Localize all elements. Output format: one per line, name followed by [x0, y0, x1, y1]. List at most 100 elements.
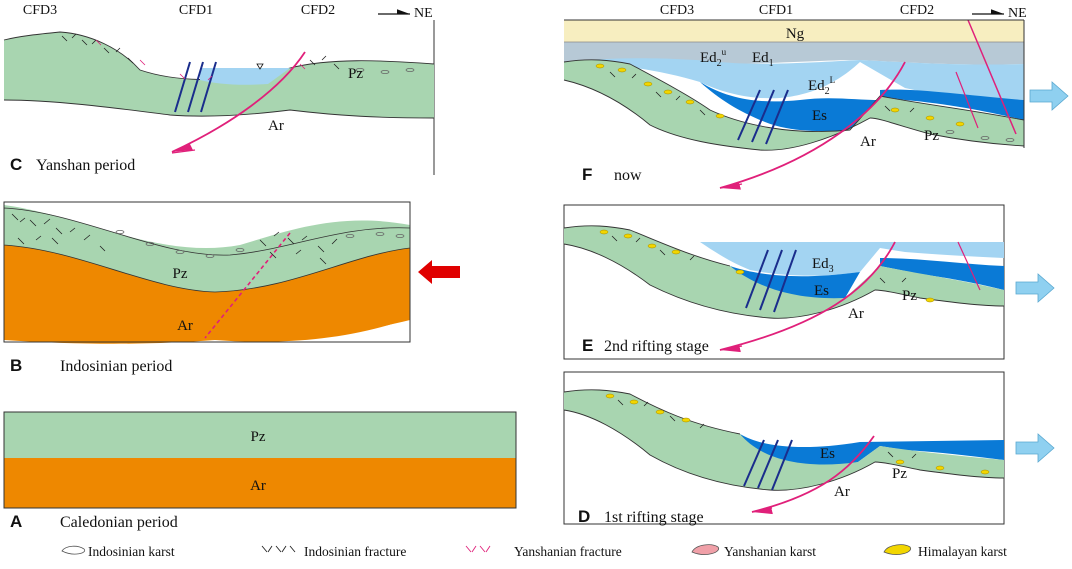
yanshanian-fracture-marks: [95, 39, 306, 81]
yanshanian-fracture-icon: [465, 545, 491, 553]
panel-a: Pz Ar A Caledonian period: [3, 411, 517, 531]
pz-label: Pz: [924, 128, 939, 144]
well-line: [743, 439, 765, 487]
legend-label: Yanshanian fracture: [514, 544, 622, 559]
panel-d-letter: D: [578, 507, 590, 526]
panel-b-frame: [3, 201, 411, 343]
ar-label: Ar: [250, 478, 266, 494]
pz-layer: [564, 225, 1004, 319]
well-label-cfd3: CFD3: [23, 3, 57, 18]
well-line: [187, 61, 204, 113]
indosinian-fracture-marks: [61, 33, 340, 70]
panel-e-caption: 2nd rifting stage: [604, 338, 709, 355]
indosinian-fracture-marks: [617, 399, 917, 459]
lake-water: [200, 68, 290, 85]
ng-text: Ng: [786, 26, 805, 42]
es-label: Es: [812, 108, 827, 124]
extension-arrow: [1029, 81, 1069, 111]
well-line: [174, 61, 191, 113]
ed3-sub: 3: [829, 264, 834, 275]
ed1-text: Ed: [752, 50, 769, 66]
ng-label: Ng: [786, 26, 805, 42]
indosinian-karst-marks: [355, 68, 415, 74]
erosion-surface-east: [289, 60, 435, 69]
ed2-lower-sup: L: [830, 75, 836, 85]
ar-block: [4, 245, 410, 340]
ed2-upper-text: Ed: [700, 50, 717, 66]
indosinian-karst-marks: [115, 230, 405, 258]
panel-b-letter: B: [10, 356, 22, 375]
panel-a-caption: Caledonian period: [60, 514, 178, 531]
main-fault: [719, 241, 896, 353]
well-label-cfd1: CFD1: [179, 3, 213, 18]
legend-item-yanshanian-karst: Yanshanian karst: [691, 544, 816, 559]
ed2-upper-sup: u: [722, 47, 727, 57]
panel-e-letter: E: [582, 336, 593, 355]
ed2-lower-label: Ed2L: [808, 75, 835, 97]
panel-c: CFD3 CFD1 CFD2 NE Pz Ar C Yanshan period: [3, 3, 435, 175]
pz-label: Pz: [173, 266, 188, 282]
panel-f: CFD3 CFD1 CFD2 NE Ng Ed2u: [563, 3, 1069, 190]
incipient-fault: [204, 232, 291, 339]
yanshanian-karst-icon: [691, 544, 720, 555]
well-line: [737, 89, 761, 141]
es-layer: [740, 434, 1004, 468]
well-label-cfd3: CFD3: [660, 3, 694, 18]
pz-label: Pz: [251, 429, 266, 445]
well-line: [759, 249, 783, 311]
indosinian-fracture-marks: [609, 71, 915, 116]
pz-label: Pz: [892, 466, 907, 482]
panel-e: Ed3 Es Pz Ar E 2nd rifting stage: [563, 204, 1055, 360]
ed3-label: Ed3: [812, 256, 834, 275]
panel-d-caption: 1st rifting stage: [604, 509, 704, 526]
well-line: [757, 439, 779, 489]
well-line: [745, 249, 769, 309]
ar-label: Ar: [177, 318, 193, 334]
ar-label: Ar: [834, 484, 850, 500]
es-layer: [730, 266, 860, 300]
panel-d: Es Pz Ar D 1st rifting stage: [563, 371, 1055, 526]
legend-label: Indosinian karst: [88, 544, 175, 559]
legend-item-himalayan-karst: Himalayan karst: [883, 544, 1007, 559]
secondary-fault: [957, 241, 981, 291]
pz-layer: [4, 32, 434, 118]
es-layer-east: [880, 89, 1024, 120]
direction-label: NE: [1008, 6, 1027, 21]
ng-layer: [564, 20, 1024, 42]
ed2-lower-sub: 2: [825, 86, 830, 97]
pz-top: [563, 225, 731, 267]
panel-a-letter: A: [10, 512, 22, 531]
main-fault: [719, 61, 906, 190]
water-level-icon: [256, 63, 264, 70]
himalayan-karst-marks: [605, 393, 990, 475]
panel-c-caption: Yanshan period: [36, 157, 135, 174]
legend-label: Himalayan karst: [918, 544, 1007, 559]
well-label-cfd1: CFD1: [759, 3, 793, 18]
well-label-cfd2: CFD2: [900, 3, 934, 18]
main-fault: [751, 435, 875, 515]
pz-label: Pz: [348, 66, 363, 82]
legend: Indosinian karst Indosinian fracture Yan…: [61, 544, 1007, 559]
pz-base: [3, 99, 435, 119]
pz-top: [563, 59, 1025, 132]
himalayan-karst-marks: [599, 229, 935, 303]
well-label-cfd2: CFD2: [301, 3, 335, 18]
legend-item-yanshanian-fracture: Yanshanian fracture: [465, 544, 622, 559]
legend-item-indosinian-fracture: Indosinian fracture: [261, 544, 406, 559]
extension-arrow: [1015, 433, 1055, 463]
indosinian-fracture-marks: [11, 213, 338, 265]
fault-slip-arrow: [719, 183, 743, 189]
fault-slip-arrow: [171, 149, 196, 154]
ed2-upper-sub: 2: [717, 58, 722, 69]
ed2-lower-text: Ed: [808, 78, 825, 94]
ar-label: Ar: [268, 118, 284, 134]
ed3-text: Ed: [812, 256, 829, 272]
legend-label: Yanshanian karst: [724, 544, 816, 559]
ed1-sub: 1: [769, 58, 774, 69]
es-label: Es: [820, 446, 835, 462]
pz-label: Pz: [902, 288, 917, 304]
indosinian-karst-icon: [61, 545, 86, 555]
compression-arrow: [418, 260, 460, 284]
secondary-fault: [955, 71, 979, 129]
